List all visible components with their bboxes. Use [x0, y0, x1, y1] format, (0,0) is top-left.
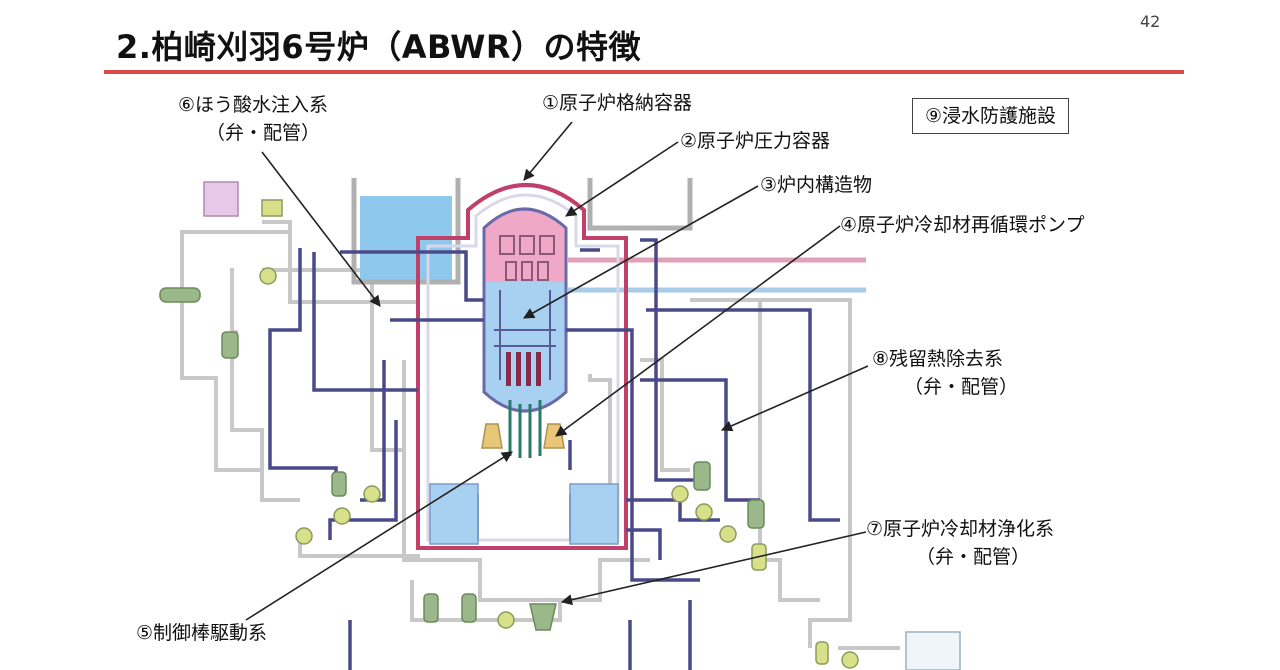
navy-pipe [640, 238, 700, 482]
suppression-pools [429, 483, 619, 545]
navy-pipe [566, 328, 700, 582]
injection-pump-skid [261, 199, 283, 217]
navy-pipe [626, 528, 662, 560]
callout-leaders [245, 121, 869, 621]
grey-pipe [690, 298, 852, 648]
navy-pipe [268, 248, 338, 488]
vertical-pump [331, 471, 347, 497]
containment-inner-wall [426, 193, 620, 542]
grey-pipe [410, 580, 562, 622]
label-boric-acid-note: （弁・配管） [206, 122, 321, 144]
steam-dryer [499, 235, 555, 281]
pump [333, 507, 351, 525]
pump [497, 611, 515, 629]
boric-acid-tank [203, 181, 239, 217]
recirculation-pump [481, 423, 503, 449]
pump [719, 525, 737, 543]
dryer-unit [539, 235, 555, 255]
vertical-pump [221, 331, 239, 359]
upper-pools [351, 178, 693, 285]
label-pressure-vessel: ②原子炉圧力容器 [680, 130, 831, 152]
pump [363, 485, 381, 503]
dryer-pool-wall [587, 178, 693, 231]
grey-pipe [262, 220, 420, 304]
rpv-upper-region [484, 209, 566, 282]
leader-rhr [720, 365, 869, 432]
leader-cleanup [560, 531, 867, 606]
grey-pipe [588, 374, 612, 520]
core-internals [494, 290, 556, 380]
recirculation-pumps [481, 423, 565, 449]
label-reactor-internals: ③炉内構造物 [760, 174, 873, 196]
control-rods [506, 352, 541, 386]
dryer-unit [519, 235, 535, 255]
grey-piping [180, 220, 900, 650]
label-coolant-cleanup-note: （弁・配管） [916, 546, 1031, 568]
dryer-unit [499, 235, 515, 255]
control-rod [536, 352, 541, 386]
suppression-pool-right [569, 483, 619, 545]
leader-recirc-pump [555, 225, 841, 437]
navy-pipe [640, 378, 760, 502]
spent-fuel-pool-wall [351, 178, 461, 285]
pump [841, 651, 859, 669]
navy-pipe [328, 420, 398, 540]
control-rod [526, 352, 531, 386]
condensate-tank [905, 631, 961, 670]
pump [259, 267, 277, 285]
title-divider [104, 70, 1184, 74]
label-boric-acid-injection: ⑥ほう酸水注入系 [178, 94, 329, 116]
reactor-pressure-vessel [482, 207, 568, 458]
pump [671, 485, 689, 503]
leader-internals [523, 185, 759, 319]
pump [295, 527, 313, 545]
separator-unit [505, 261, 517, 281]
label-control-rod-drive: ⑤制御棒駆動系 [136, 622, 268, 644]
leader-pressure-vessel [565, 141, 679, 217]
grey-pipe [262, 268, 404, 452]
grey-pipe [230, 268, 300, 502]
leader-crd [245, 451, 513, 621]
heat-exchanger [159, 287, 201, 303]
filter-demineralizer [529, 603, 557, 631]
navy-pipe [626, 498, 720, 522]
page-title: 2.柏崎刈羽6号炉（ABWR）の特徴 [116, 28, 642, 66]
feed-and-steam-lines [568, 257, 866, 293]
navy-pipe [646, 308, 840, 522]
separator-unit [537, 261, 549, 281]
label-recirculation-pump: ④原子炉冷却材再循環ポンプ [840, 214, 1085, 236]
vertical-pump [423, 593, 439, 623]
recirculation-pump [543, 423, 565, 449]
control-rod [506, 352, 511, 386]
label-flood-protection: ⑨浸水防護施設 [912, 98, 1070, 134]
grey-pipe [402, 360, 650, 602]
vertical-pump [815, 641, 829, 665]
leader-containment [523, 121, 573, 181]
vertical-pump [693, 461, 711, 491]
navy-pipe [340, 250, 484, 302]
leader-boric-acid [261, 151, 381, 307]
equipment [159, 181, 961, 670]
grey-pipe [640, 358, 690, 472]
pump [695, 503, 713, 521]
label-residual-heat-removal: ⑧残留熱除去系 [872, 348, 1004, 370]
suppression-pool-left [429, 483, 479, 545]
vertical-pump [747, 499, 765, 529]
label-containment-vessel: ①原子炉格納容器 [542, 92, 693, 114]
label-coolant-cleanup: ⑦原子炉冷却材浄化系 [866, 518, 1055, 540]
grey-pipe [180, 230, 290, 472]
control-rod-drives [508, 400, 542, 458]
label-residual-heat-note: （弁・配管） [904, 376, 1019, 398]
containment-vessel [416, 183, 628, 550]
grey-pipe [758, 300, 820, 602]
page-number: 42 [1140, 12, 1161, 31]
control-rod [516, 352, 521, 386]
separator-unit [521, 261, 533, 281]
vertical-pump [461, 593, 477, 623]
